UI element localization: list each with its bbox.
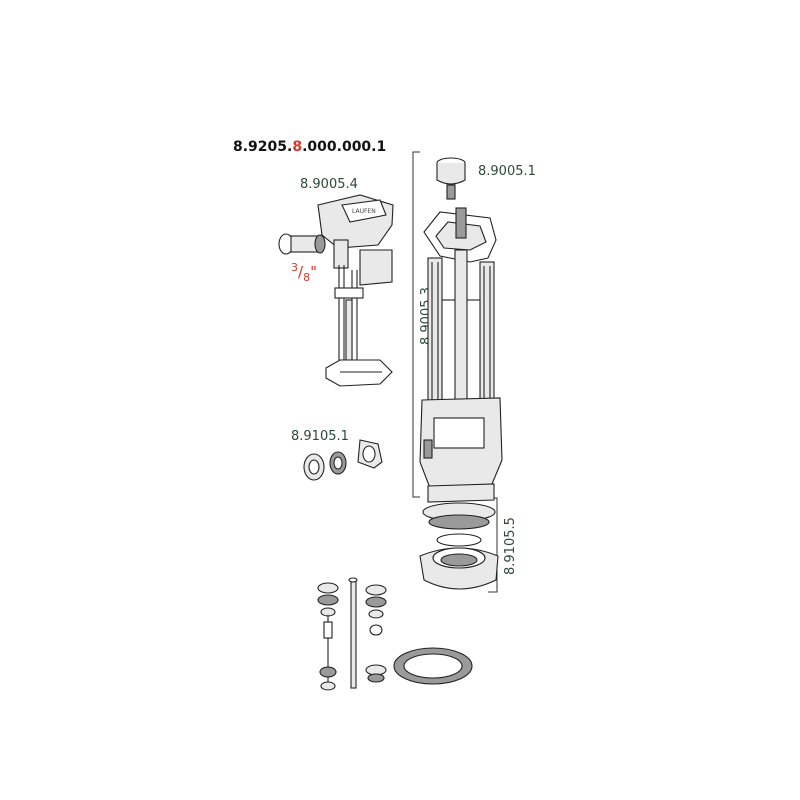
assembly-code-highlight: 8: [292, 139, 303, 155]
label-connector-set: 8.9105.1: [291, 429, 349, 444]
connector-set-drawing: [303, 439, 383, 481]
fastener-set-drawing: [317, 577, 387, 691]
label-fill-valve: 8.9005.4: [300, 177, 358, 192]
seal-nut-drawing: [419, 502, 499, 590]
thread-size-numerator: 3: [291, 261, 298, 274]
assembly-code: 8.9205.8.000.000.1: [233, 139, 386, 155]
seal-ring-drawing: [393, 647, 473, 685]
thread-size-mark: ": [310, 263, 317, 281]
label-push-button: 8.9005.1: [478, 164, 536, 179]
fill-valve-drawing: LAUFEN: [278, 194, 394, 387]
push-button-drawing: [436, 157, 466, 200]
flush-valve-drawing: [419, 207, 503, 503]
thread-size-denominator: 8: [303, 271, 311, 284]
assembly-code-prefix: 8.9205.: [233, 139, 293, 155]
thread-size: 3/8": [291, 261, 317, 284]
fill-valve-logo: LAUFEN: [352, 208, 376, 215]
assembly-code-suffix: .000.000.1: [302, 139, 387, 155]
bracket-flush-valve: [412, 151, 420, 498]
